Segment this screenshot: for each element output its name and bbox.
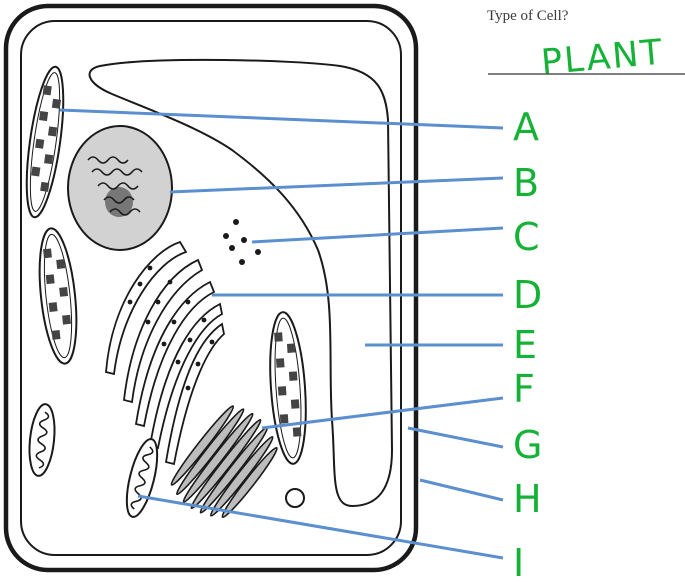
- label-g: G: [513, 423, 542, 467]
- leader-line-g: [408, 428, 503, 447]
- leader-line-h: [420, 480, 503, 500]
- leader-line-a: [60, 110, 503, 128]
- leader-line-c: [252, 228, 503, 242]
- cell-type-answer: PLANT: [540, 33, 666, 84]
- vesicle: [286, 489, 304, 507]
- label-f: F: [513, 367, 535, 411]
- chloroplast-3: [266, 311, 311, 465]
- mitochondrion-1: [26, 403, 57, 477]
- rough-endoplasmic-reticulum: [106, 242, 224, 464]
- label-b: B: [513, 161, 539, 205]
- label-e: E: [513, 323, 537, 367]
- nucleus: [68, 126, 172, 250]
- leader-line-b: [170, 178, 503, 192]
- label-d: D: [513, 273, 542, 317]
- label-h: H: [513, 477, 542, 521]
- chloroplast-1: [20, 65, 71, 220]
- label-a: A: [513, 105, 539, 149]
- label-c: C: [513, 215, 540, 259]
- label-i: I: [513, 541, 524, 582]
- chloroplast-2: [34, 227, 82, 366]
- leader-line-i: [138, 496, 503, 558]
- cell-type-question: Type of Cell?: [487, 8, 569, 24]
- mitochondrion-2: [121, 436, 164, 519]
